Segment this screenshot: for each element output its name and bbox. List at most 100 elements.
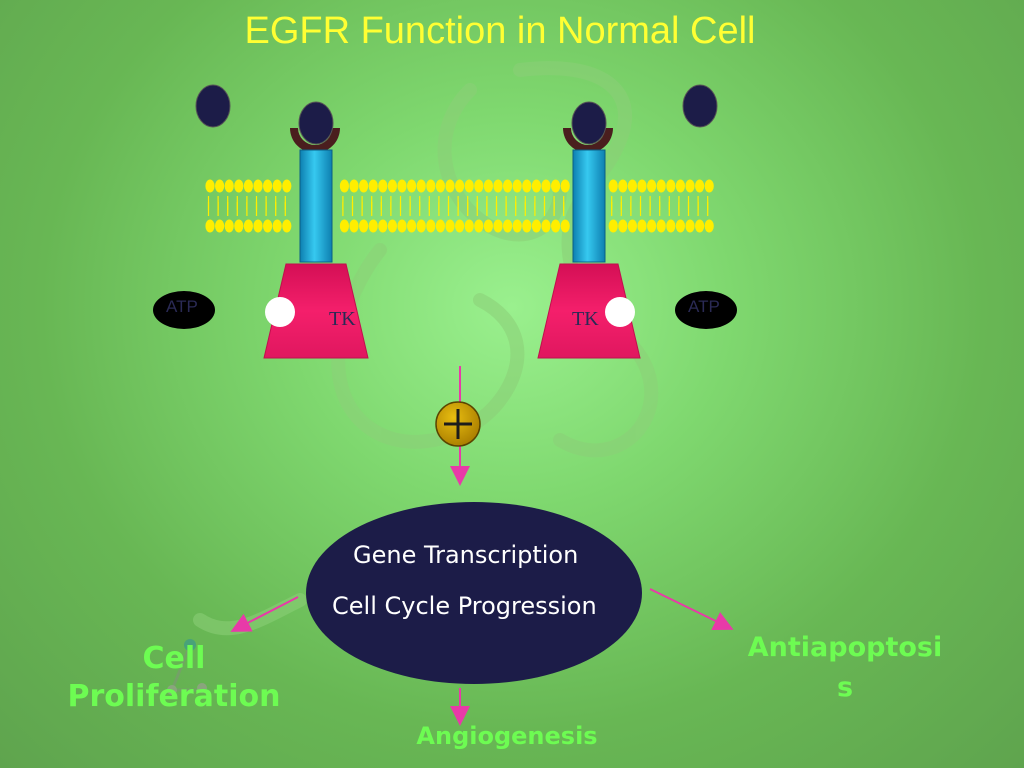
lipid-head (349, 179, 359, 193)
lipid-head (541, 179, 551, 193)
lipid-head (685, 179, 695, 193)
lipid-head (455, 219, 465, 233)
tyrosine-kinase-right (537, 263, 641, 359)
phosphate-dot-right (605, 297, 635, 327)
lipid-head (512, 179, 522, 193)
lipid-head (618, 179, 628, 193)
lipid-head (339, 179, 349, 193)
lipid-head (368, 179, 378, 193)
lipid-head (378, 179, 388, 193)
lipid-head (339, 219, 349, 233)
lipid-head (282, 179, 292, 193)
atp-oval-right (675, 291, 737, 329)
lipid-head (666, 219, 676, 233)
cell-proliferation-line2: Proliferation (67, 679, 281, 714)
lipid-head (483, 219, 493, 233)
lipid-head (656, 219, 666, 233)
lipid-head (205, 179, 215, 193)
angiogenesis-label: Angiogenesis (416, 722, 598, 750)
lipid-head (522, 219, 532, 233)
lipid-head (397, 179, 407, 193)
lipid-head (608, 219, 618, 233)
lipid-head (435, 219, 445, 233)
plus-sign-icon (435, 401, 481, 447)
lipid-head (407, 219, 417, 233)
lipid-head (349, 219, 359, 233)
lipid-head (263, 179, 273, 193)
lipid-head (272, 219, 282, 233)
lipid-head (637, 219, 647, 233)
lipid-head (608, 179, 618, 193)
ligand-bound-right (571, 101, 607, 145)
cell-cycle-progression-label: Cell Cycle Progression (332, 592, 597, 620)
lipid-head (474, 219, 484, 233)
page-title: EGFR Function in Normal Cell (244, 10, 756, 52)
lipid-head (253, 219, 263, 233)
egfr-receptor-right (537, 128, 641, 359)
lipid-head (656, 179, 666, 193)
lipid-head (666, 179, 676, 193)
lipid-head (551, 179, 561, 193)
lipid-head (455, 179, 465, 193)
molecule-decoration (167, 639, 207, 695)
lipid-head (387, 179, 397, 193)
lipid-head (493, 219, 503, 233)
lipid-head (560, 179, 570, 193)
lipid-head (378, 219, 388, 233)
lipid-head (243, 179, 253, 193)
lipid-head (387, 219, 397, 233)
lipid-head (416, 179, 426, 193)
cell-membrane (205, 179, 714, 233)
lipid-head (560, 219, 570, 233)
lipid-head (445, 219, 455, 233)
lipid-head (512, 219, 522, 233)
lipid-head (215, 179, 225, 193)
atp-oval-left (153, 291, 215, 329)
lipid-head (426, 219, 436, 233)
lipid-head (627, 179, 638, 193)
tk-label-right: TK (572, 308, 599, 330)
egfr-receptor-left (263, 128, 369, 359)
lipid-head (647, 219, 657, 233)
lipid-head (493, 179, 503, 193)
lipid-head (224, 179, 234, 193)
lipid-head (627, 219, 638, 233)
lipid-head (704, 219, 714, 233)
ligand-free-right (682, 84, 718, 128)
lipid-head (464, 179, 474, 193)
lipid-head (224, 219, 234, 233)
lipid-head (426, 179, 436, 193)
lipid-head (359, 219, 369, 233)
receptor-binding-cup-left (290, 128, 340, 153)
lipid-head (215, 219, 225, 233)
lipid-head (474, 179, 484, 193)
antiapoptosis-label: Antiapoptosi s (732, 628, 958, 708)
lipid-head (205, 219, 215, 233)
lipid-head (416, 219, 426, 233)
arrow-to-antiapoptosis (649, 588, 734, 630)
lipid-head (685, 219, 695, 233)
lipid-head (675, 219, 686, 233)
lipid-head (503, 179, 513, 193)
lipid-head (253, 179, 263, 193)
lipid-head (368, 219, 378, 233)
lipid-head (695, 219, 705, 233)
lipid-head (397, 219, 407, 233)
lipid-head (541, 219, 551, 233)
ligand-bound-left (298, 101, 334, 145)
lipid-head (263, 219, 273, 233)
arrow-to-proliferation (230, 596, 299, 632)
lipid-head (695, 179, 705, 193)
gene-transcription-label: Gene Transcription (353, 541, 579, 569)
lipid-head (503, 219, 513, 233)
lipid-head (435, 179, 445, 193)
lipid-head (234, 179, 244, 193)
lipid-head (407, 179, 417, 193)
receptor-stalk-right (572, 149, 606, 263)
lipid-head (359, 179, 369, 193)
ligand-free-left (195, 84, 231, 128)
receptor-binding-cup-right (563, 128, 613, 153)
lipid-head (675, 179, 686, 193)
phosphate-dot-left (265, 297, 295, 327)
